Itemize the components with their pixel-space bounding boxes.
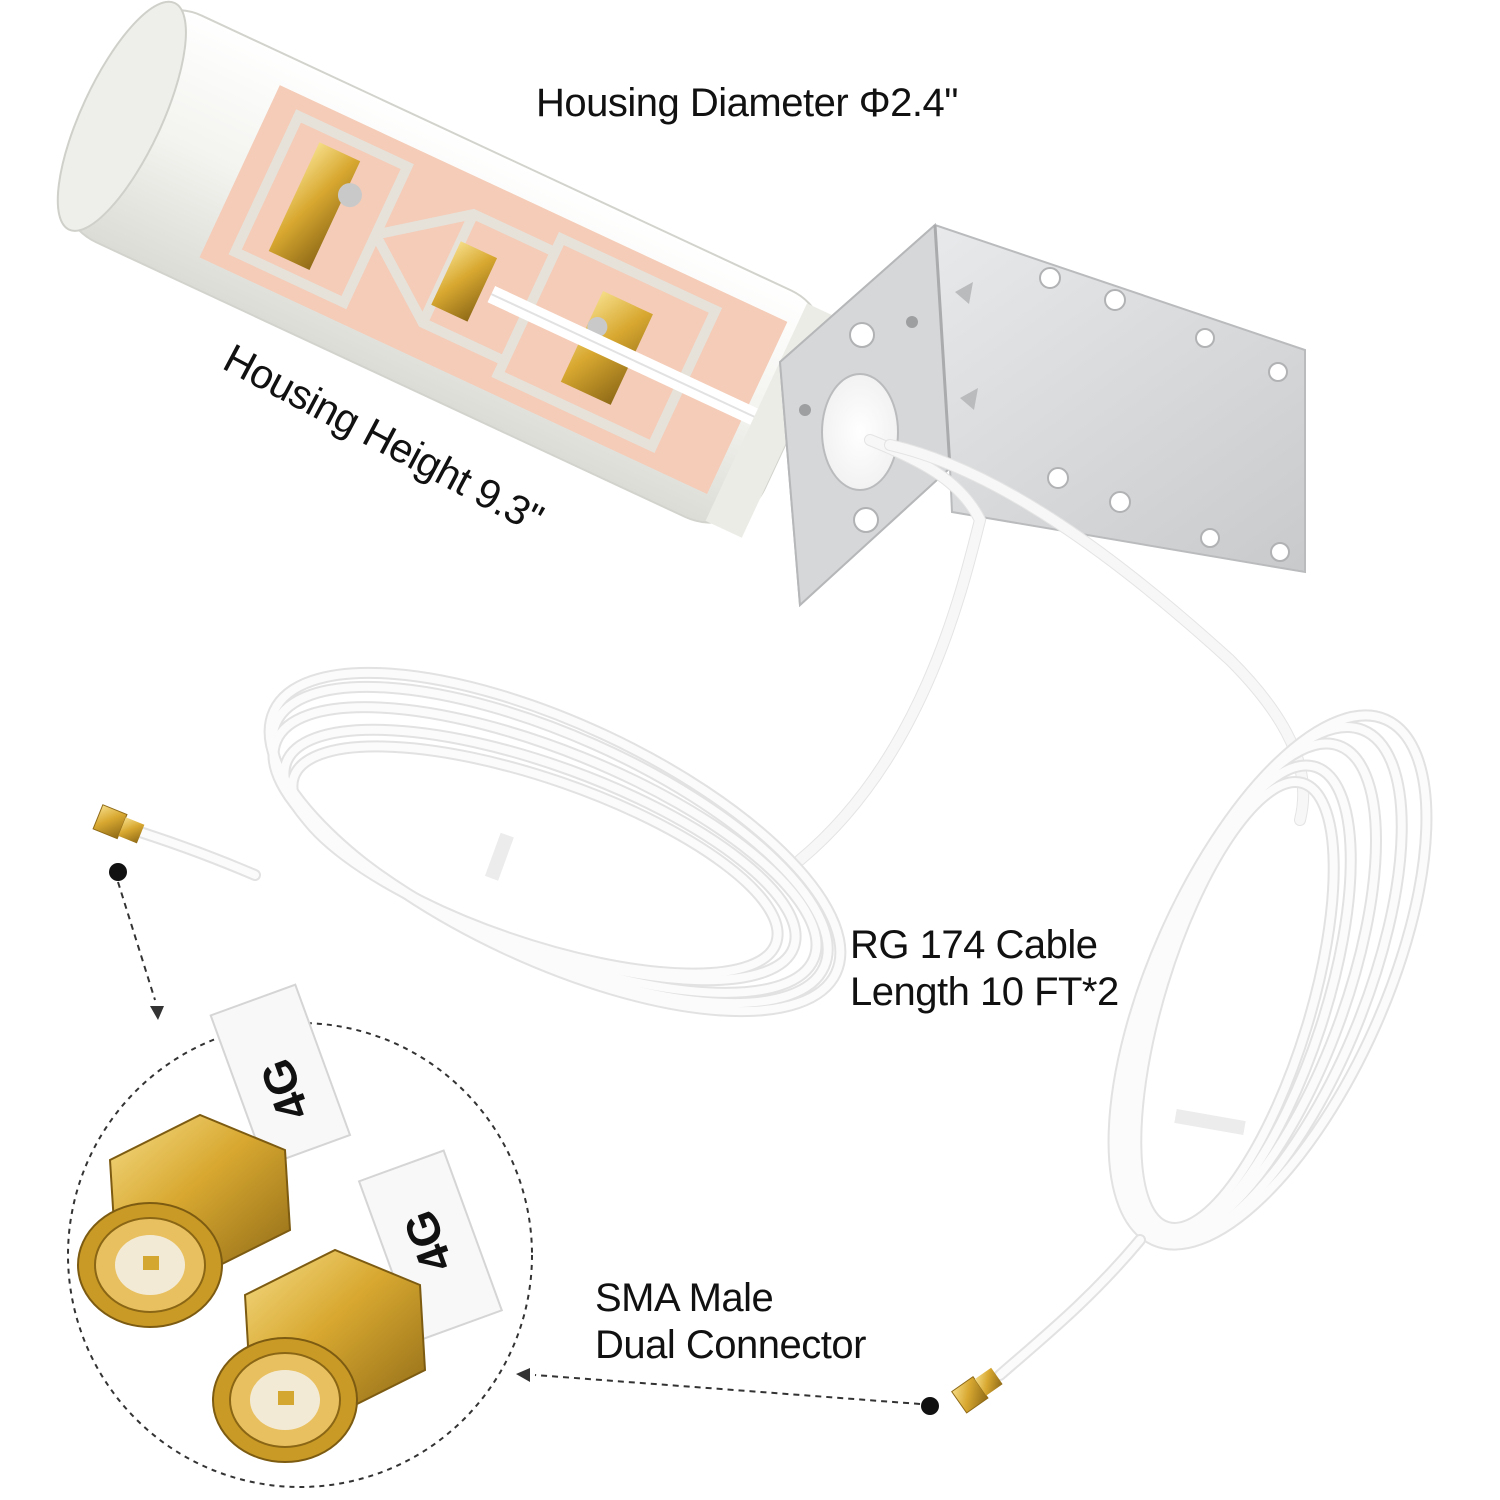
housing-diameter-label: Housing Diameter Φ2.4" [536, 81, 958, 125]
cable-spec-line2: Length 10 FT*2 [850, 970, 1119, 1014]
coiled-cable-icon [994, 709, 1433, 1381]
connector-spec-line2: Dual Connector [595, 1323, 866, 1367]
pointer-arrow [117, 881, 921, 1405]
sma-connector-icon [92, 804, 145, 844]
cable-spec-label: RG 174 Cable Length 10 FT*2 [850, 922, 1119, 1016]
mounting-bracket-icon [778, 222, 1306, 608]
zoom-detail: 4G 4G [67, 983, 533, 1488]
sma-connector-icon [212, 1248, 427, 1463]
coiled-cable-icon [134, 666, 847, 1018]
connector-spec-label: SMA Male Dual Connector [595, 1275, 866, 1369]
sma-connector-icon [951, 1367, 1003, 1414]
cable-spec-line1: RG 174 Cable [850, 923, 1098, 967]
antenna-housing-icon [56, 0, 844, 538]
pointer-dots [109, 863, 939, 1415]
pcb-board [199, 85, 788, 495]
sma-connector-icon [77, 1113, 292, 1328]
pointer-arrowhead [516, 1368, 530, 1382]
connector-spec-line1: SMA Male [595, 1276, 774, 1320]
pointer-arrowhead [150, 1006, 164, 1020]
